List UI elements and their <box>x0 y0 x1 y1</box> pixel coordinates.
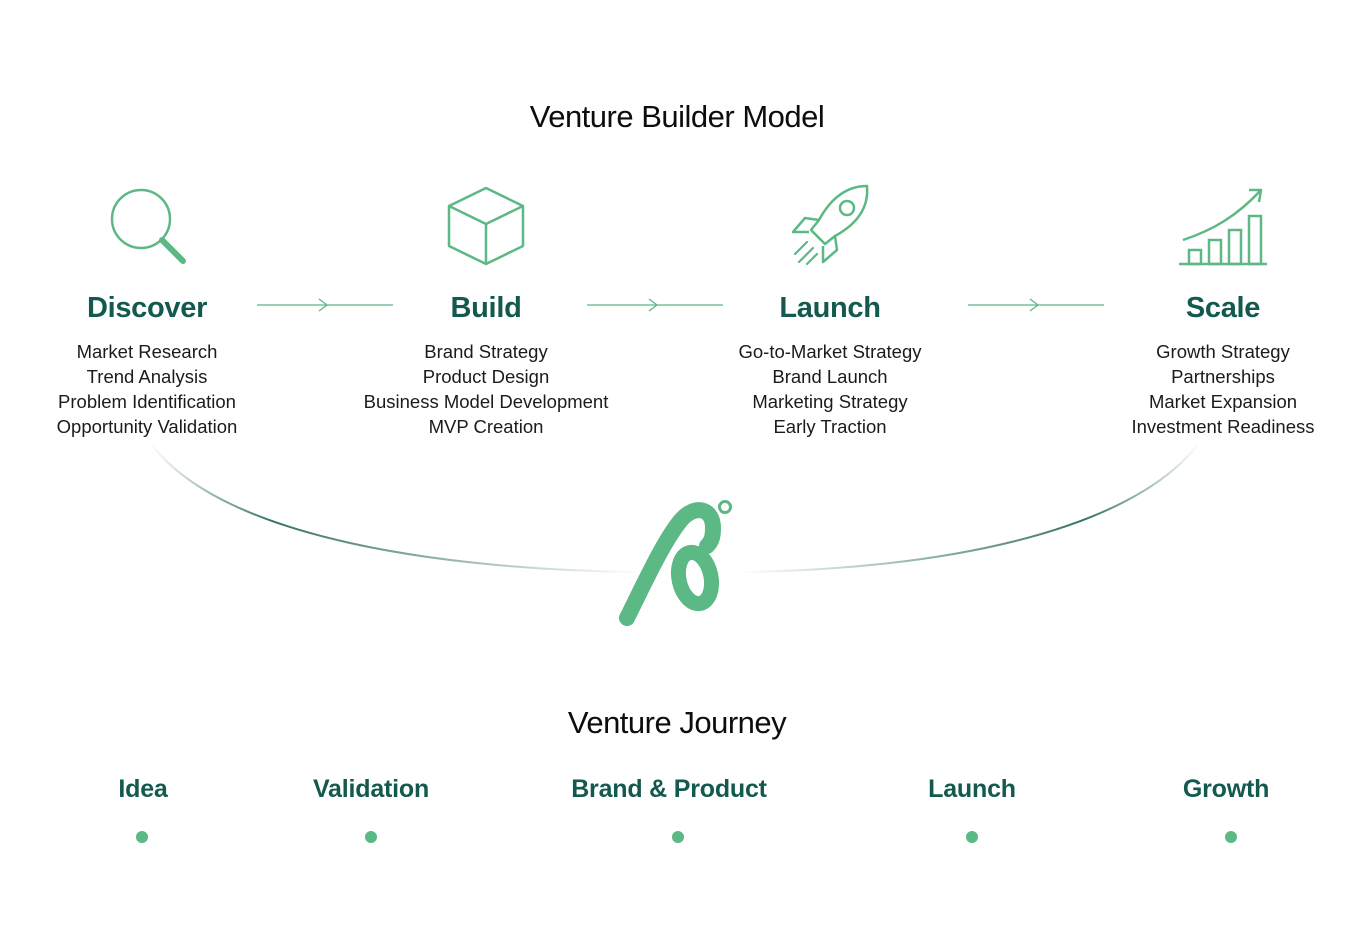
arrow-launch-to-scale <box>968 298 1104 312</box>
journey-dot <box>1225 831 1237 843</box>
journey-step-label: Brand & Product <box>571 775 767 803</box>
activity-item: Early Traction <box>773 416 887 437</box>
journey-dot <box>672 831 684 843</box>
journey-step-label: Growth <box>1182 775 1270 803</box>
stage-scale: Scale Growth Strategy Partnerships Marke… <box>1073 180 1354 439</box>
stage-activities: Market Research Trend Analysis Problem I… <box>0 339 297 439</box>
activity-item: Go-to-Market Strategy <box>738 341 922 362</box>
activity-item: Market Expansion <box>1148 391 1298 412</box>
journey-dot <box>966 831 978 843</box>
magnifier-icon <box>0 180 297 270</box>
activity-item: Marketing Strategy <box>752 391 908 412</box>
model-title: Venture Builder Model <box>529 99 825 134</box>
growth-chart-icon <box>1073 180 1354 270</box>
connecting-curve <box>149 441 1201 573</box>
activity-item: Investment Readiness <box>1131 416 1315 437</box>
journey-step-label: Launch <box>928 775 1016 803</box>
activity-item: Brand Launch <box>772 366 888 387</box>
stage-activities: Go-to-Market Strategy Brand Launch Marke… <box>680 339 980 439</box>
activity-item: Opportunity Validation <box>56 416 238 437</box>
cube-icon <box>336 180 636 270</box>
stage-launch: Launch Go-to-Market Strategy Brand Launc… <box>680 180 980 439</box>
journey-title: Venture Journey <box>567 705 787 740</box>
stage-name: Scale <box>1185 292 1261 324</box>
stage-activities: Growth Strategy Partnerships Market Expa… <box>1073 339 1354 439</box>
stage-build: Build Brand Strategy Product Design Busi… <box>336 180 636 439</box>
arrow-discover-to-build <box>257 298 393 312</box>
activity-item: Market Research <box>76 341 218 362</box>
journey-dot <box>365 831 377 843</box>
activity-item: Business Model Development <box>363 391 609 412</box>
activity-item: Brand Strategy <box>424 341 548 362</box>
activity-item: Partnerships <box>1171 366 1275 387</box>
stage-name: Launch <box>779 292 881 324</box>
activity-item: Growth Strategy <box>1156 341 1290 362</box>
activity-item: Problem Identification <box>58 391 236 412</box>
stage-name: Discover <box>86 292 208 324</box>
activity-item: MVP Creation <box>428 416 544 437</box>
stage-name: Build <box>450 292 522 324</box>
activity-item: Product Design <box>422 366 550 387</box>
journey-step-label: Idea <box>118 775 168 803</box>
rocket-icon <box>680 180 980 270</box>
journey-step-label: Validation <box>312 775 430 803</box>
stage-discover: Discover Market Research Trend Analysis … <box>0 180 297 439</box>
arrow-build-to-launch <box>587 298 723 312</box>
brand-logo-icon <box>619 500 732 626</box>
stage-activities: Brand Strategy Product Design Business M… <box>336 339 636 439</box>
activity-item: Trend Analysis <box>86 366 208 387</box>
journey-dot <box>136 831 148 843</box>
